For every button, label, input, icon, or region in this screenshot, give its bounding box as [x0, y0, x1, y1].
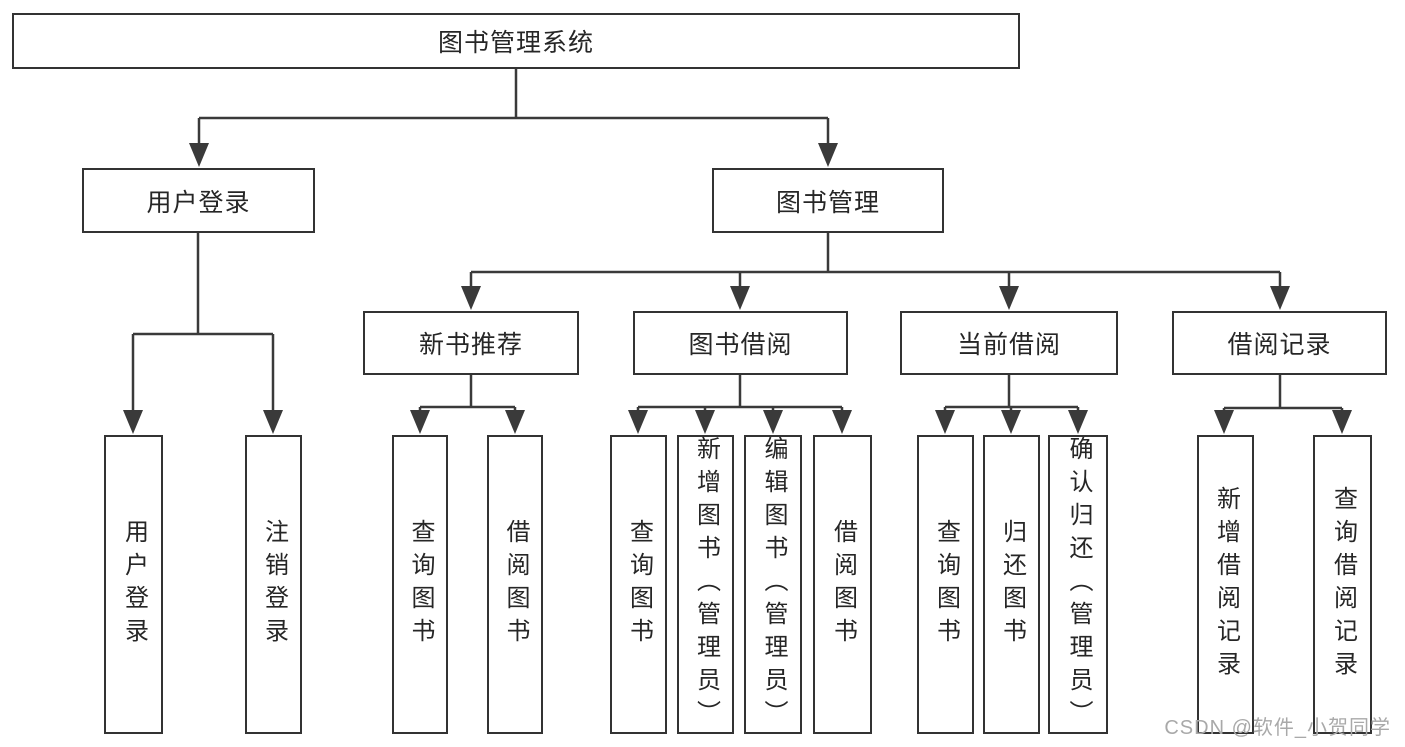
leaf-query-borrow-record: 查询借阅记录 — [1313, 435, 1372, 734]
node-label: 图书管理 — [775, 188, 880, 217]
leaf-confirm-return-admin: 确认归还（管理员） — [1048, 435, 1108, 734]
node-label: 当前借阅 — [956, 331, 1061, 359]
leaf-borrow-books-borrowing: 借阅图书 — [813, 435, 872, 734]
node-current-borrowing: 当前借阅 — [900, 311, 1118, 375]
node-library-management-system: 图书管理系统 — [12, 13, 1020, 69]
leaf-query-books-current: 查询图书 — [917, 435, 974, 734]
node-label: 注销登录 — [260, 518, 288, 651]
node-label: 编辑图书（管理员） — [760, 436, 787, 733]
node-book-management: 图书管理 — [712, 168, 944, 233]
node-book-borrowing: 图书借阅 — [633, 311, 848, 375]
leaf-return-book: 归还图书 — [983, 435, 1040, 734]
node-label: 查询图书 — [932, 518, 960, 651]
leaf-query-books-recommend: 查询图书 — [392, 435, 448, 734]
node-label: 用户登录 — [146, 188, 251, 217]
node-label: 归还图书 — [998, 518, 1026, 651]
node-label: 图书管理系统 — [437, 29, 594, 57]
node-label: 新增借阅记录 — [1212, 485, 1240, 684]
csdn-watermark: CSDN @软件_小贺同学 — [1164, 717, 1391, 739]
leaf-borrow-books-recommend: 借阅图书 — [487, 435, 543, 734]
node-label: 查询图书 — [625, 518, 653, 651]
node-label: 借阅记录 — [1227, 331, 1332, 359]
node-borrowing-records: 借阅记录 — [1172, 311, 1387, 375]
leaf-add-borrow-record: 新增借阅记录 — [1197, 435, 1254, 734]
node-user-login: 用户登录 — [82, 168, 315, 233]
node-label: 查询图书 — [407, 518, 434, 651]
node-label: 新增图书（管理员） — [692, 436, 720, 733]
leaf-edit-book-admin: 编辑图书（管理员） — [744, 435, 802, 734]
node-label: 图书借阅 — [688, 331, 793, 359]
node-new-book-recommendation: 新书推荐 — [363, 311, 579, 375]
leaf-add-book-admin: 新增图书（管理员） — [677, 435, 734, 734]
leaf-query-books-borrowing: 查询图书 — [610, 435, 667, 734]
node-label: 确认归还（管理员） — [1065, 436, 1092, 733]
node-label: 新书推荐 — [418, 331, 523, 359]
node-label: 查询借阅记录 — [1329, 485, 1357, 684]
node-label: 借阅图书 — [502, 518, 529, 651]
node-label: 借阅图书 — [829, 518, 857, 651]
leaf-user-login: 用户登录 — [104, 435, 163, 734]
node-label: 用户登录 — [120, 518, 148, 651]
leaf-logout: 注销登录 — [245, 435, 302, 734]
